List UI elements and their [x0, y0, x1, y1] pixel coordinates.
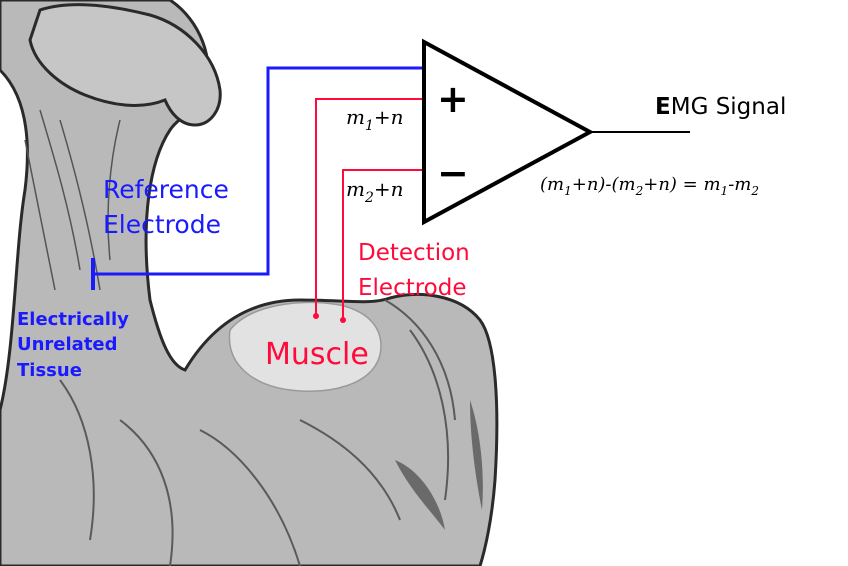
flexed-arm-illustration: [0, 0, 499, 566]
minus-sign: −: [437, 151, 469, 195]
minus-input-label: m2+n: [346, 177, 404, 206]
detection-wire-minus: [342, 169, 425, 320]
reference-electrode-label-line1: Reference: [103, 175, 229, 204]
detection-electrode-dot-2: [340, 317, 346, 323]
reference-wire: [93, 66, 425, 276]
emg-signal-label: EMG Signal: [655, 94, 786, 120]
tissue-label-line3: Tissue: [17, 360, 82, 381]
detection-electrode-label-line1: Detection: [358, 240, 470, 266]
tissue-label-line1: Electrically: [17, 309, 129, 330]
reference-wiring: [91, 66, 425, 290]
detection-electrode-dot-1: [313, 313, 319, 319]
tissue-label-line2: Unrelated: [17, 334, 118, 355]
plus-sign: +: [437, 77, 469, 121]
forearm-lines: [24, 109, 121, 291]
detection-wiring: [313, 98, 425, 323]
bicep-highlight: [228, 301, 382, 392]
fist-shape: [28, 3, 222, 127]
reference-electrode-label-line2: Electrode: [103, 210, 221, 239]
detection-wire-plus: [315, 98, 425, 316]
amplifier: + −: [422, 38, 690, 226]
muscle-label: Muscle: [265, 337, 369, 372]
shoulder-lines: [59, 299, 456, 566]
output-equation: (m1+n)-(m2+n) = m1-m2: [540, 174, 759, 198]
plus-input-label: m1+n: [346, 105, 404, 134]
triangle-op-amp-icon: [422, 38, 595, 226]
detection-electrode-label-line2: Electrode: [358, 275, 467, 301]
